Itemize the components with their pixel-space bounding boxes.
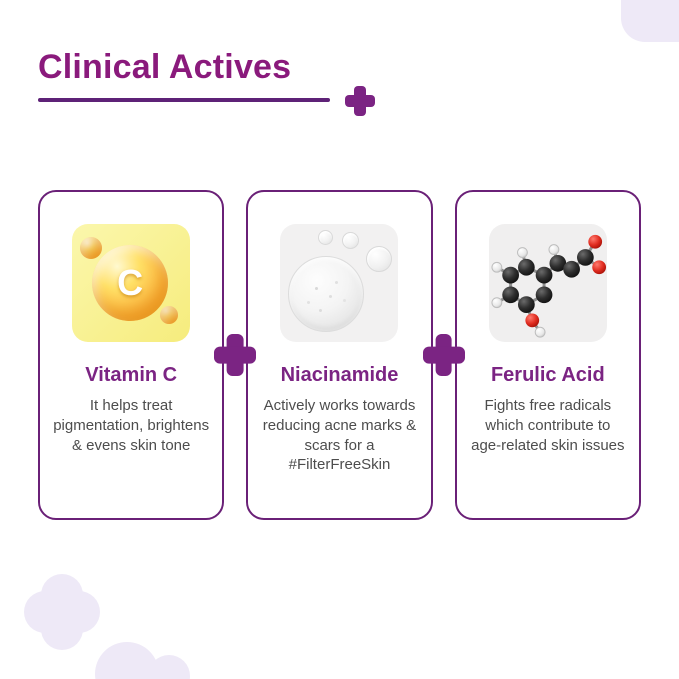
card-description: It helps treat pigmentation, brightens &… [53, 397, 210, 454]
card-ferulic-acid: Ferulic Acid Fights free radicals which … [454, 190, 641, 520]
card-description: Fights free radicals which contribute to… [471, 397, 625, 454]
card-vitamin-c: C Vitamin C It helps treat pigmentation,… [38, 190, 225, 520]
vitamin-ball-small [160, 306, 179, 324]
droplet [288, 256, 365, 332]
card-title: Niacinamide [280, 364, 399, 386]
card-title: Vitamin C [85, 364, 178, 386]
decor-flower [24, 574, 100, 650]
vitamin-ball-small [80, 237, 103, 259]
plus-icon [423, 334, 465, 376]
title-underline [38, 98, 330, 102]
decor-rounded-square [621, 0, 679, 42]
plus-icon [214, 334, 256, 376]
plus-separator [433, 190, 455, 520]
bubble [366, 246, 393, 272]
bubble [318, 230, 334, 245]
card-niacinamide: Niacinamide Actively works towards reduc… [246, 190, 433, 520]
plus-icon [345, 86, 375, 116]
vitamin-ball-main: C [92, 245, 169, 321]
card-title: Ferulic Acid [490, 364, 605, 386]
card-description: Actively works towards reducing acne mar… [262, 397, 417, 474]
page-title: Clinical Actives [38, 48, 292, 86]
plus-separator [224, 190, 246, 520]
cards-row: C Vitamin C It helps treat pigmentation,… [38, 190, 641, 520]
serum-droplet-icon [280, 224, 399, 342]
bubble [342, 232, 360, 249]
decor-flower-petal [24, 591, 66, 633]
vitamin-c-ball-icon: C [72, 224, 191, 342]
molecule-icon [488, 224, 607, 342]
molecule-svg [491, 234, 606, 338]
vitamin-c-letter: C [117, 262, 144, 303]
